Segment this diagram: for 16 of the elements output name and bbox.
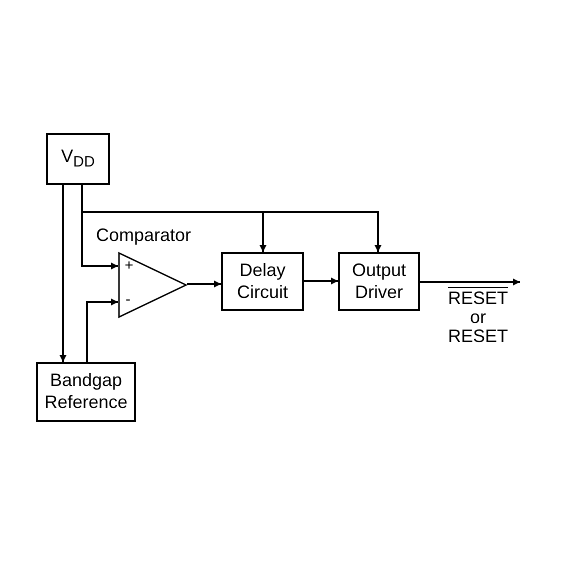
arrow [420, 278, 520, 286]
arrow [81, 185, 382, 252]
pin-label: + [124, 258, 134, 273]
block-box: Bandgap Reference [36, 362, 136, 422]
arrow [187, 280, 221, 288]
arrow [304, 278, 338, 284]
signal-label: or [470, 308, 486, 327]
comparator-label: Comparator [96, 225, 192, 246]
arrow [86, 298, 118, 362]
pin-label: - [126, 292, 130, 307]
block-box: Output Driver [338, 252, 420, 311]
arrow [60, 185, 66, 362]
block-box: V$_{DD}$ [46, 133, 110, 185]
signal-label: RESET [448, 289, 508, 308]
signal-label: RESET [448, 326, 508, 346]
block-box: Delay Circuit [221, 252, 304, 311]
